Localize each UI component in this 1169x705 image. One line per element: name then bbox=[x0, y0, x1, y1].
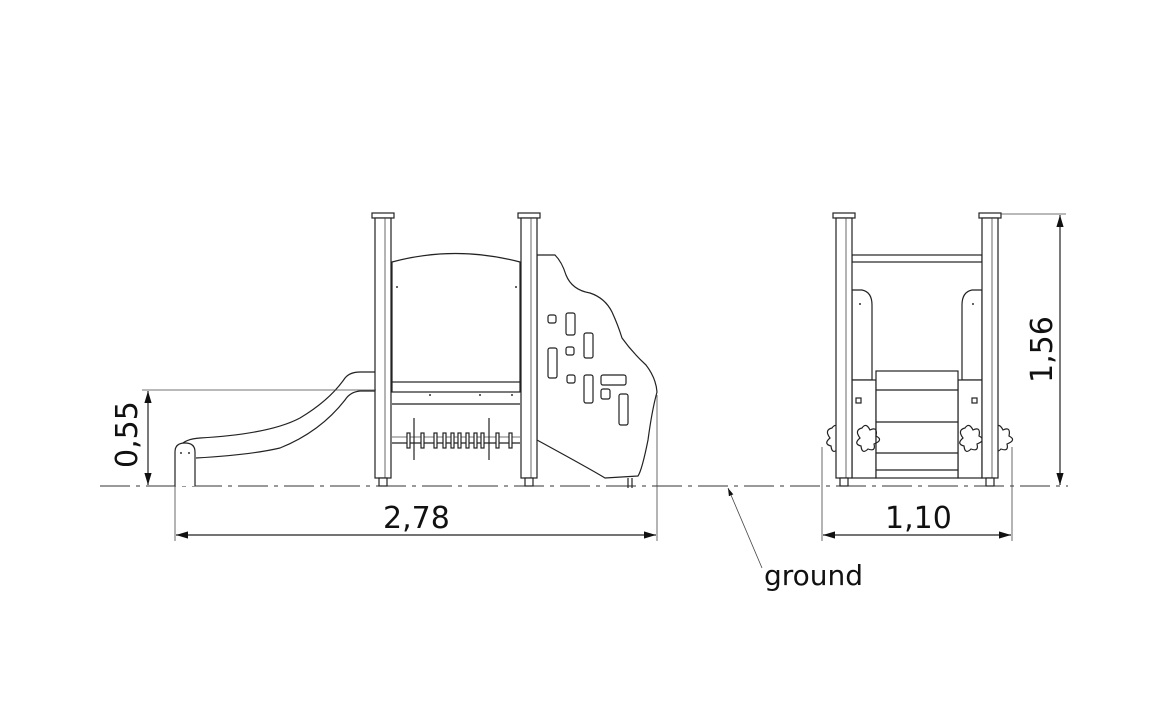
post-right bbox=[517, 212, 541, 487]
deck bbox=[391, 381, 521, 393]
abacus bbox=[392, 418, 520, 460]
front-view bbox=[826, 212, 1014, 487]
dimension-label: 0,55 bbox=[110, 401, 145, 468]
ground-label: ground bbox=[764, 559, 863, 592]
dimension-total-width: 1,10 bbox=[821, 447, 1013, 541]
climbing-wall bbox=[536, 254, 658, 488]
dimension-total-length: 2,78 bbox=[174, 395, 658, 541]
post-front-left bbox=[832, 212, 856, 487]
dimension-slide-height: 0,55 bbox=[110, 389, 376, 485]
ground-callout: ground bbox=[727, 487, 863, 592]
side-panel bbox=[391, 252, 521, 386]
dimension-total-height: 1,56 bbox=[1001, 213, 1066, 485]
post-left bbox=[371, 212, 395, 487]
dimension-label: 1,10 bbox=[885, 501, 952, 536]
dimension-label: 2,78 bbox=[383, 501, 450, 536]
dimension-label: 1,56 bbox=[1025, 316, 1060, 383]
steps bbox=[875, 370, 959, 479]
side-view bbox=[174, 212, 658, 488]
slide bbox=[174, 371, 376, 486]
post-front-right bbox=[978, 212, 1002, 487]
